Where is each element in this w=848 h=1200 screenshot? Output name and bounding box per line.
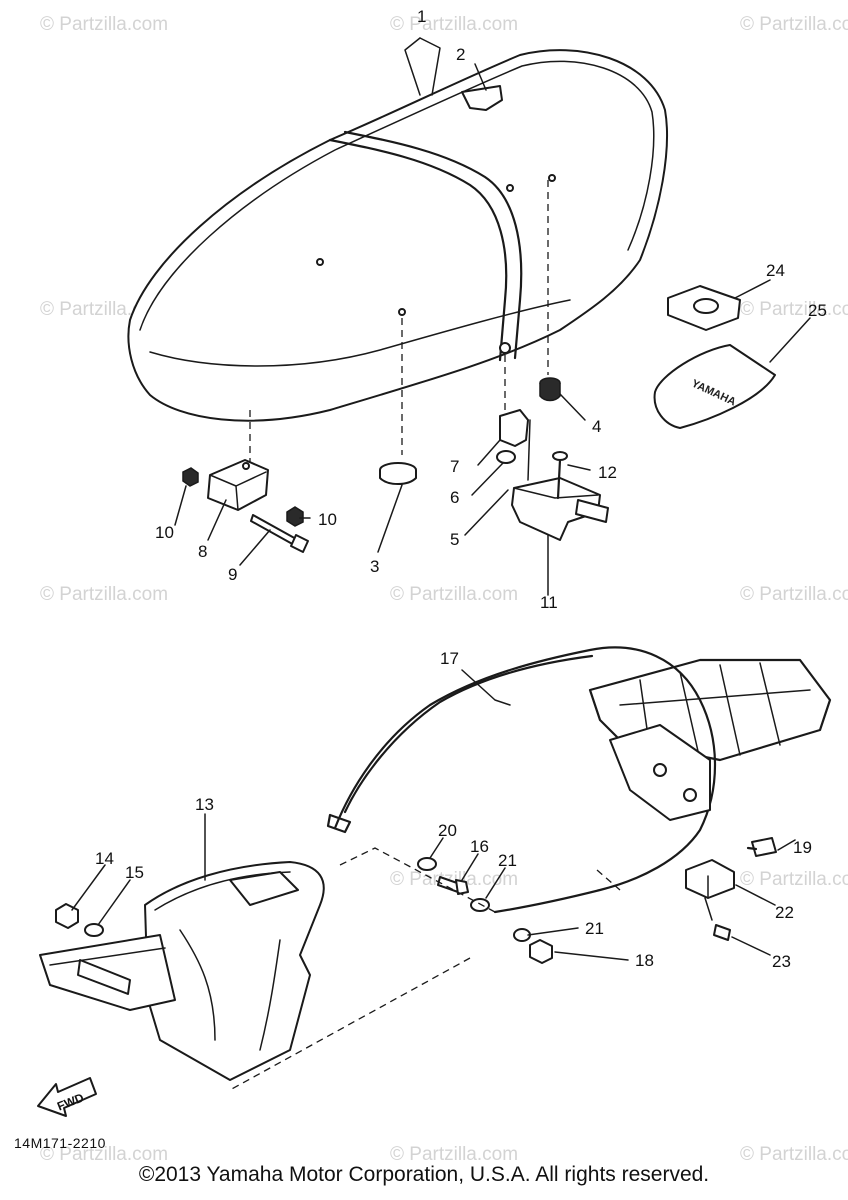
damper <box>539 377 561 402</box>
watermark: © Partzilla.com <box>40 584 168 605</box>
callout-6: 6 <box>450 488 459 507</box>
watermark: © Partzilla.com <box>740 869 848 890</box>
callout-25: 25 <box>808 301 827 320</box>
watermark: © Partzilla.com <box>390 14 518 35</box>
washer <box>84 923 104 937</box>
washer <box>470 898 490 912</box>
callout-10b: 10 <box>318 510 337 529</box>
watermark: © Partzilla.com <box>40 14 168 35</box>
callout-21b: 21 <box>585 919 604 938</box>
nut <box>182 467 199 487</box>
callout-21a: 21 <box>498 851 517 870</box>
callout-12: 12 <box>598 463 617 482</box>
callout-18: 18 <box>635 951 654 970</box>
seat <box>127 49 668 422</box>
clamp <box>685 859 735 899</box>
key-holder <box>667 285 741 331</box>
callout-24: 24 <box>766 261 785 280</box>
seat-bracket <box>207 459 269 511</box>
diagram-code: 14M171-2210 <box>14 1135 106 1151</box>
callouts: 1 2 24 25 4 7 12 6 5 10 10 8 9 3 11 17 1… <box>95 7 827 971</box>
callout-1: 1 <box>417 7 426 26</box>
screw <box>552 451 568 500</box>
callout-8: 8 <box>198 542 207 561</box>
watermark: © Partzilla.com <box>740 1144 848 1165</box>
watermark: © Partzilla.com <box>390 584 518 605</box>
bolt <box>746 837 777 857</box>
callout-16: 16 <box>470 837 489 856</box>
watermark: © Partzilla.com <box>390 869 518 890</box>
watermarks: © Partzilla.com © Partzilla.com © Partzi… <box>40 14 848 1165</box>
callout-2: 2 <box>456 45 465 64</box>
watermark: © Partzilla.com <box>740 584 848 605</box>
callout-19: 19 <box>793 838 812 857</box>
callout-9: 9 <box>228 565 237 584</box>
damper <box>379 462 417 485</box>
nut <box>55 903 79 929</box>
fwd-arrow: FWD <box>37 1077 97 1117</box>
callout-7: 7 <box>450 457 459 476</box>
callout-10a: 10 <box>155 523 174 542</box>
callout-20: 20 <box>438 821 457 840</box>
nut <box>529 939 553 964</box>
callout-5: 5 <box>450 530 459 549</box>
rear-fender <box>39 861 325 1081</box>
callout-15: 15 <box>125 863 144 882</box>
watermark: © Partzilla.com <box>740 14 848 35</box>
callout-14: 14 <box>95 849 114 868</box>
copyright-notice: ©2013 Yamaha Motor Corporation, U.S.A. A… <box>138 1163 710 1186</box>
callout-13: 13 <box>195 795 214 814</box>
watermark: © Partzilla.com <box>740 299 848 320</box>
emblem: YAMAHA <box>653 344 776 429</box>
callout-3: 3 <box>370 557 379 576</box>
nut <box>286 506 304 527</box>
screw <box>713 924 731 941</box>
washer <box>417 857 437 871</box>
seat-lock <box>496 409 609 541</box>
watermark: © Partzilla.com <box>390 1144 518 1165</box>
callout-17: 17 <box>440 649 459 668</box>
rear-rack <box>588 658 832 821</box>
grab-bar <box>326 646 717 914</box>
callout-23: 23 <box>772 952 791 971</box>
watermark: © Partzilla.com <box>40 1144 168 1165</box>
leader-lines <box>71 37 811 961</box>
callout-22: 22 <box>775 903 794 922</box>
bolt <box>437 876 469 895</box>
callout-11: 11 <box>540 593 558 612</box>
callout-4: 4 <box>592 417 601 436</box>
